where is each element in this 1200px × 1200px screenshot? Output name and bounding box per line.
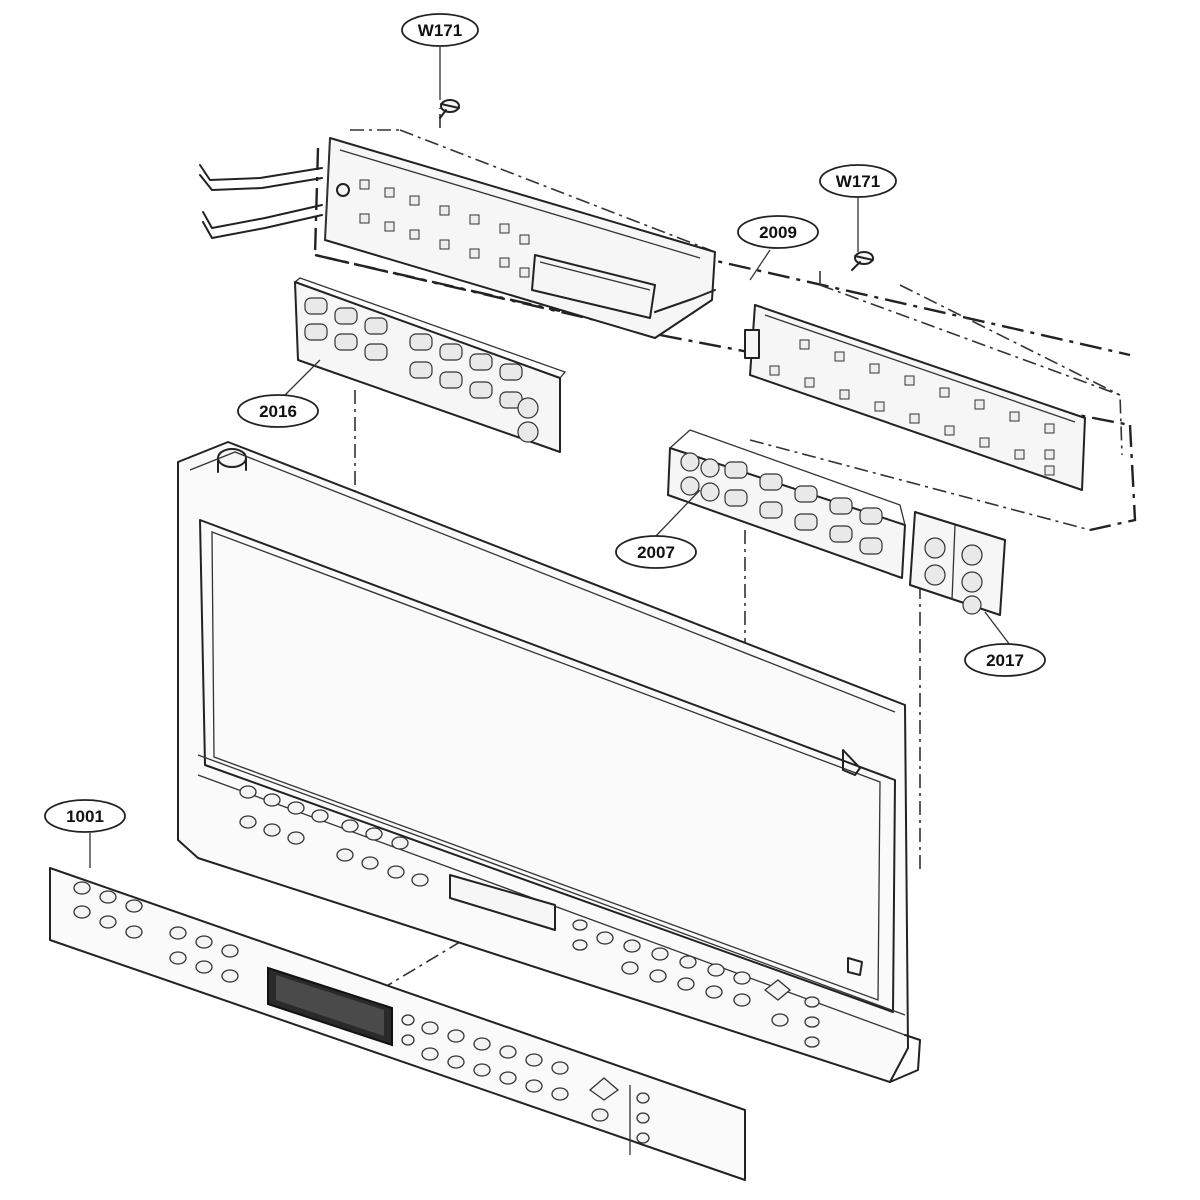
door-buttons: [239, 785, 820, 1048]
callout-label: 2017: [986, 651, 1024, 670]
callout-label: 2007: [637, 543, 675, 562]
callout-2007: 2007: [615, 535, 697, 569]
screw-w171-right: [851, 251, 874, 271]
callout-label: W171: [836, 172, 880, 191]
callout-w171-top: W171: [401, 13, 479, 47]
key-block-2007: [667, 429, 906, 579]
leader-lines: [89, 47, 1011, 868]
callout-2016: 2016: [237, 394, 319, 428]
callout-1001: 1001: [44, 799, 126, 833]
callout-label: W171: [418, 21, 462, 40]
callout-2009: 2009: [737, 215, 819, 249]
callout-label: 1001: [66, 807, 104, 826]
callout-label: 2016: [259, 402, 297, 421]
callout-w171-right: W171: [819, 164, 897, 198]
callout-label: 2009: [759, 223, 797, 242]
door-frame: [177, 441, 921, 1083]
control-plate-1001: [49, 867, 746, 1181]
pcb-right: [744, 304, 1086, 491]
screw-w171-top: [439, 99, 460, 119]
key-block-2016: [294, 277, 567, 453]
pcb-upper: [324, 137, 716, 339]
callout-2017: 2017: [964, 643, 1046, 677]
wire-harness: [199, 164, 716, 313]
key-block-2017: [909, 511, 1006, 616]
